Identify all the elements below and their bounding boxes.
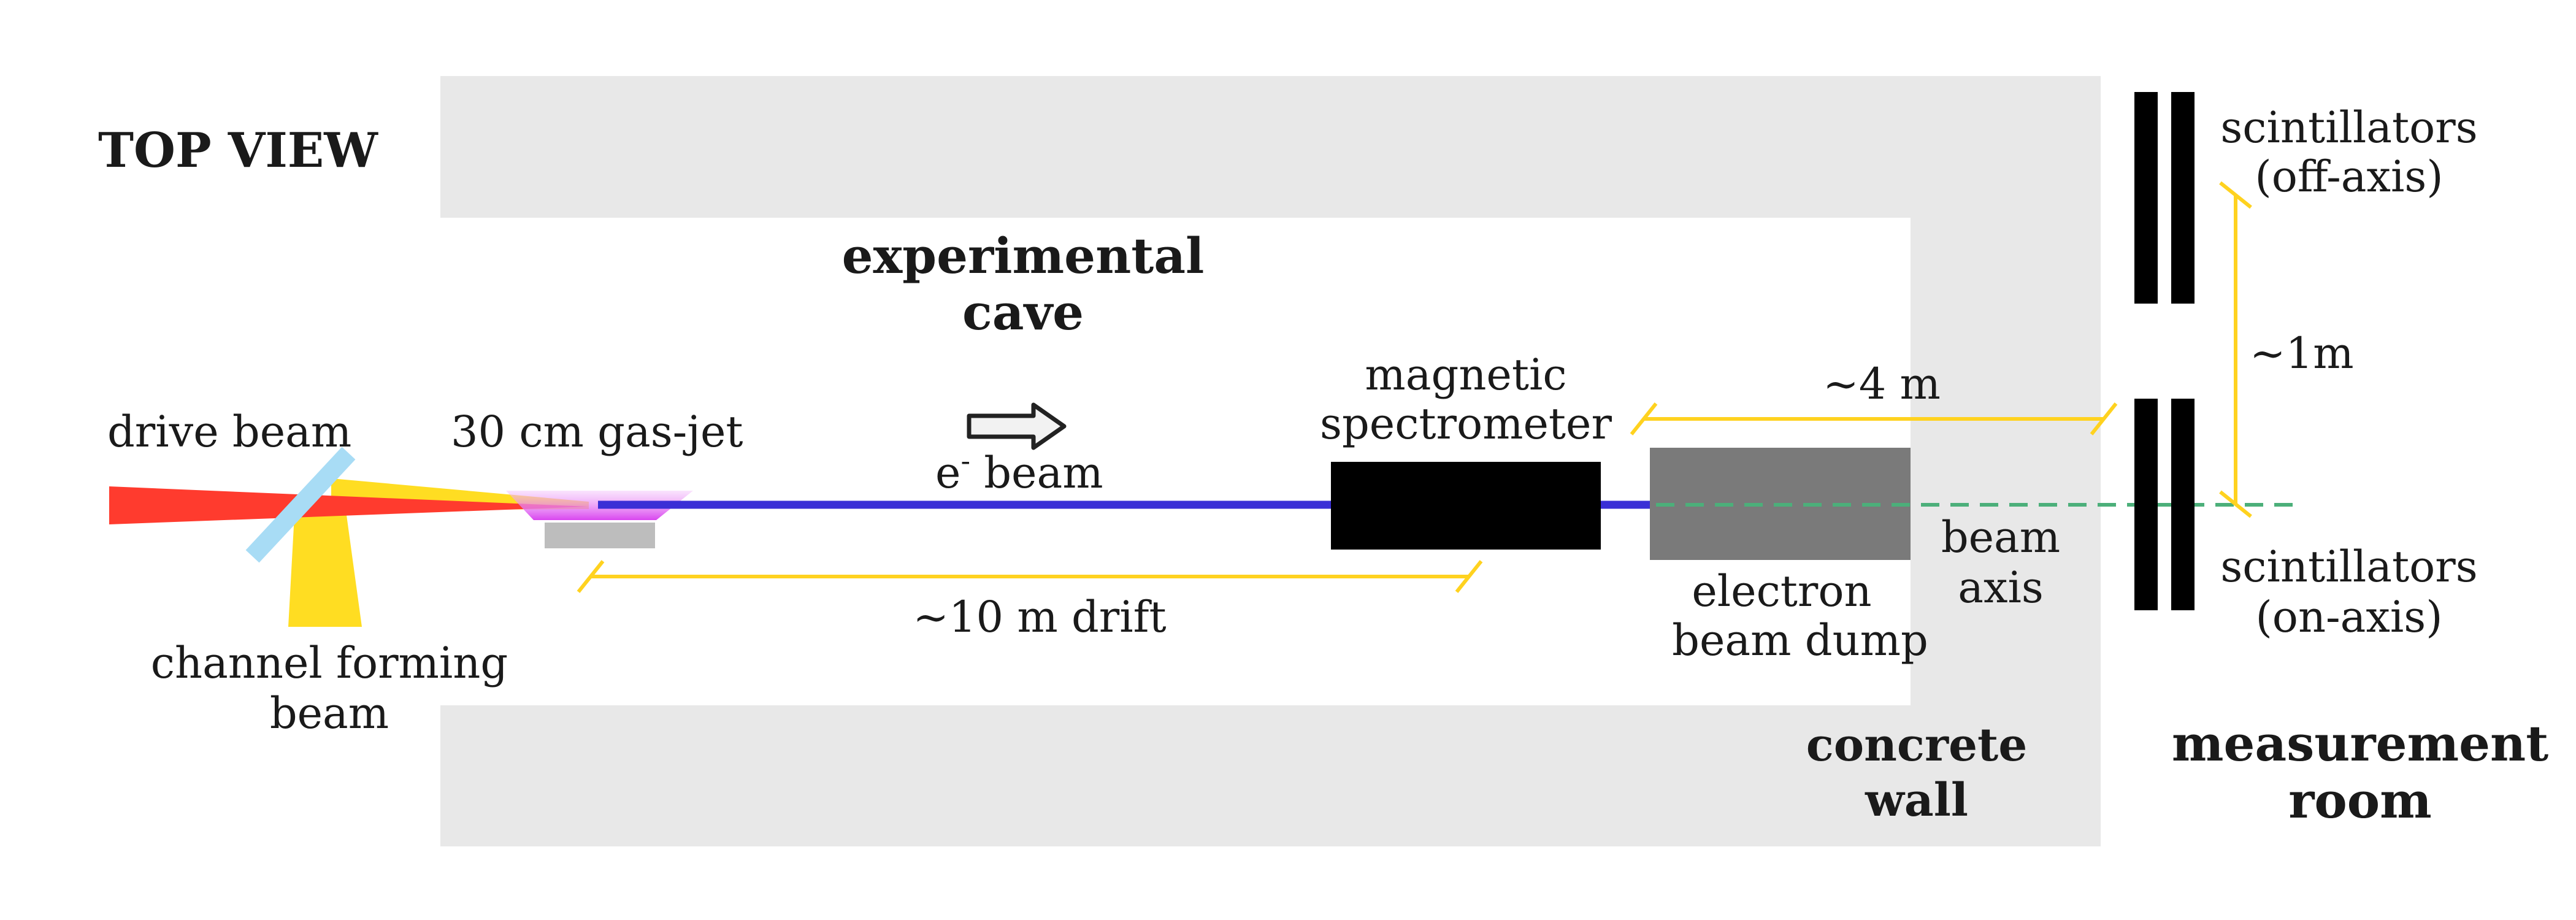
magnetic-spectrometer — [1331, 462, 1601, 550]
gas-jet-label: 30 cm gas-jet — [451, 407, 743, 457]
scintillator-separation-dimension — [2219, 181, 2252, 518]
spectrometer-label-line1: magnetic — [1365, 350, 1566, 400]
electron-symbol: e — [935, 448, 960, 498]
scintillator-off-axis-1 — [2134, 92, 2158, 304]
channel-forming-beam — [288, 515, 362, 627]
scintillators-off-axis-label-line2: (off-axis) — [2255, 151, 2443, 202]
mirror — [245, 447, 356, 563]
top-view-label: TOP VIEW — [98, 123, 378, 178]
scintillator-on-axis-1 — [2134, 399, 2158, 610]
beam-direction-arrow — [967, 402, 1067, 450]
drive-beam-label: drive beam — [107, 407, 351, 457]
spectrometer-label-line2: spectrometer — [1320, 399, 1612, 449]
scintillators-on-axis-label-line1: scintillators — [2220, 542, 2477, 592]
drift-dimension-label: ~10 m drift — [913, 592, 1166, 642]
electron-beam-word: beam — [970, 448, 1103, 498]
channel-forming-label-line1: channel forming — [151, 638, 508, 688]
scintillator-on-axis-2 — [2171, 399, 2195, 610]
concrete-wall-label-line2: wall — [1865, 774, 1968, 827]
channel-forming-label-line2: beam — [270, 688, 389, 738]
measurement-room-label-line1: measurement — [2172, 715, 2548, 772]
concrete-wall-label-line1: concrete — [1806, 719, 2028, 772]
beam-dump-label-line2: beam dump — [1672, 615, 1928, 665]
dump-wall-dimension — [1630, 402, 2118, 435]
beam-dump-label-line1: electron — [1692, 566, 1871, 616]
dump-wall-dimension-label: ~4 m — [1823, 359, 1941, 409]
gas-jet-nozzle — [545, 523, 655, 548]
measurement-room-label-line2: room — [2288, 772, 2432, 829]
concrete-wall — [440, 76, 2101, 846]
electron-beam-label: e- beam — [935, 444, 1103, 498]
drive-beam — [109, 486, 589, 524]
scintillator-off-axis-2 — [2171, 92, 2195, 304]
beam-axis-label-line2: axis — [1958, 562, 2044, 613]
electron-charge-superscript: - — [960, 444, 970, 477]
experimental-cave-label-line1: experimental — [842, 227, 1205, 285]
drift-dimension — [577, 560, 1483, 593]
beam-axis-label-line1: beam — [1941, 512, 2060, 562]
experimental-cave-label-line2: cave — [962, 283, 1084, 341]
scintillator-separation-label: ~1m — [2250, 328, 2354, 378]
scintillators-off-axis-label-line1: scintillators — [2220, 102, 2477, 153]
scintillators-on-axis-label-line2: (on-axis) — [2255, 592, 2442, 642]
